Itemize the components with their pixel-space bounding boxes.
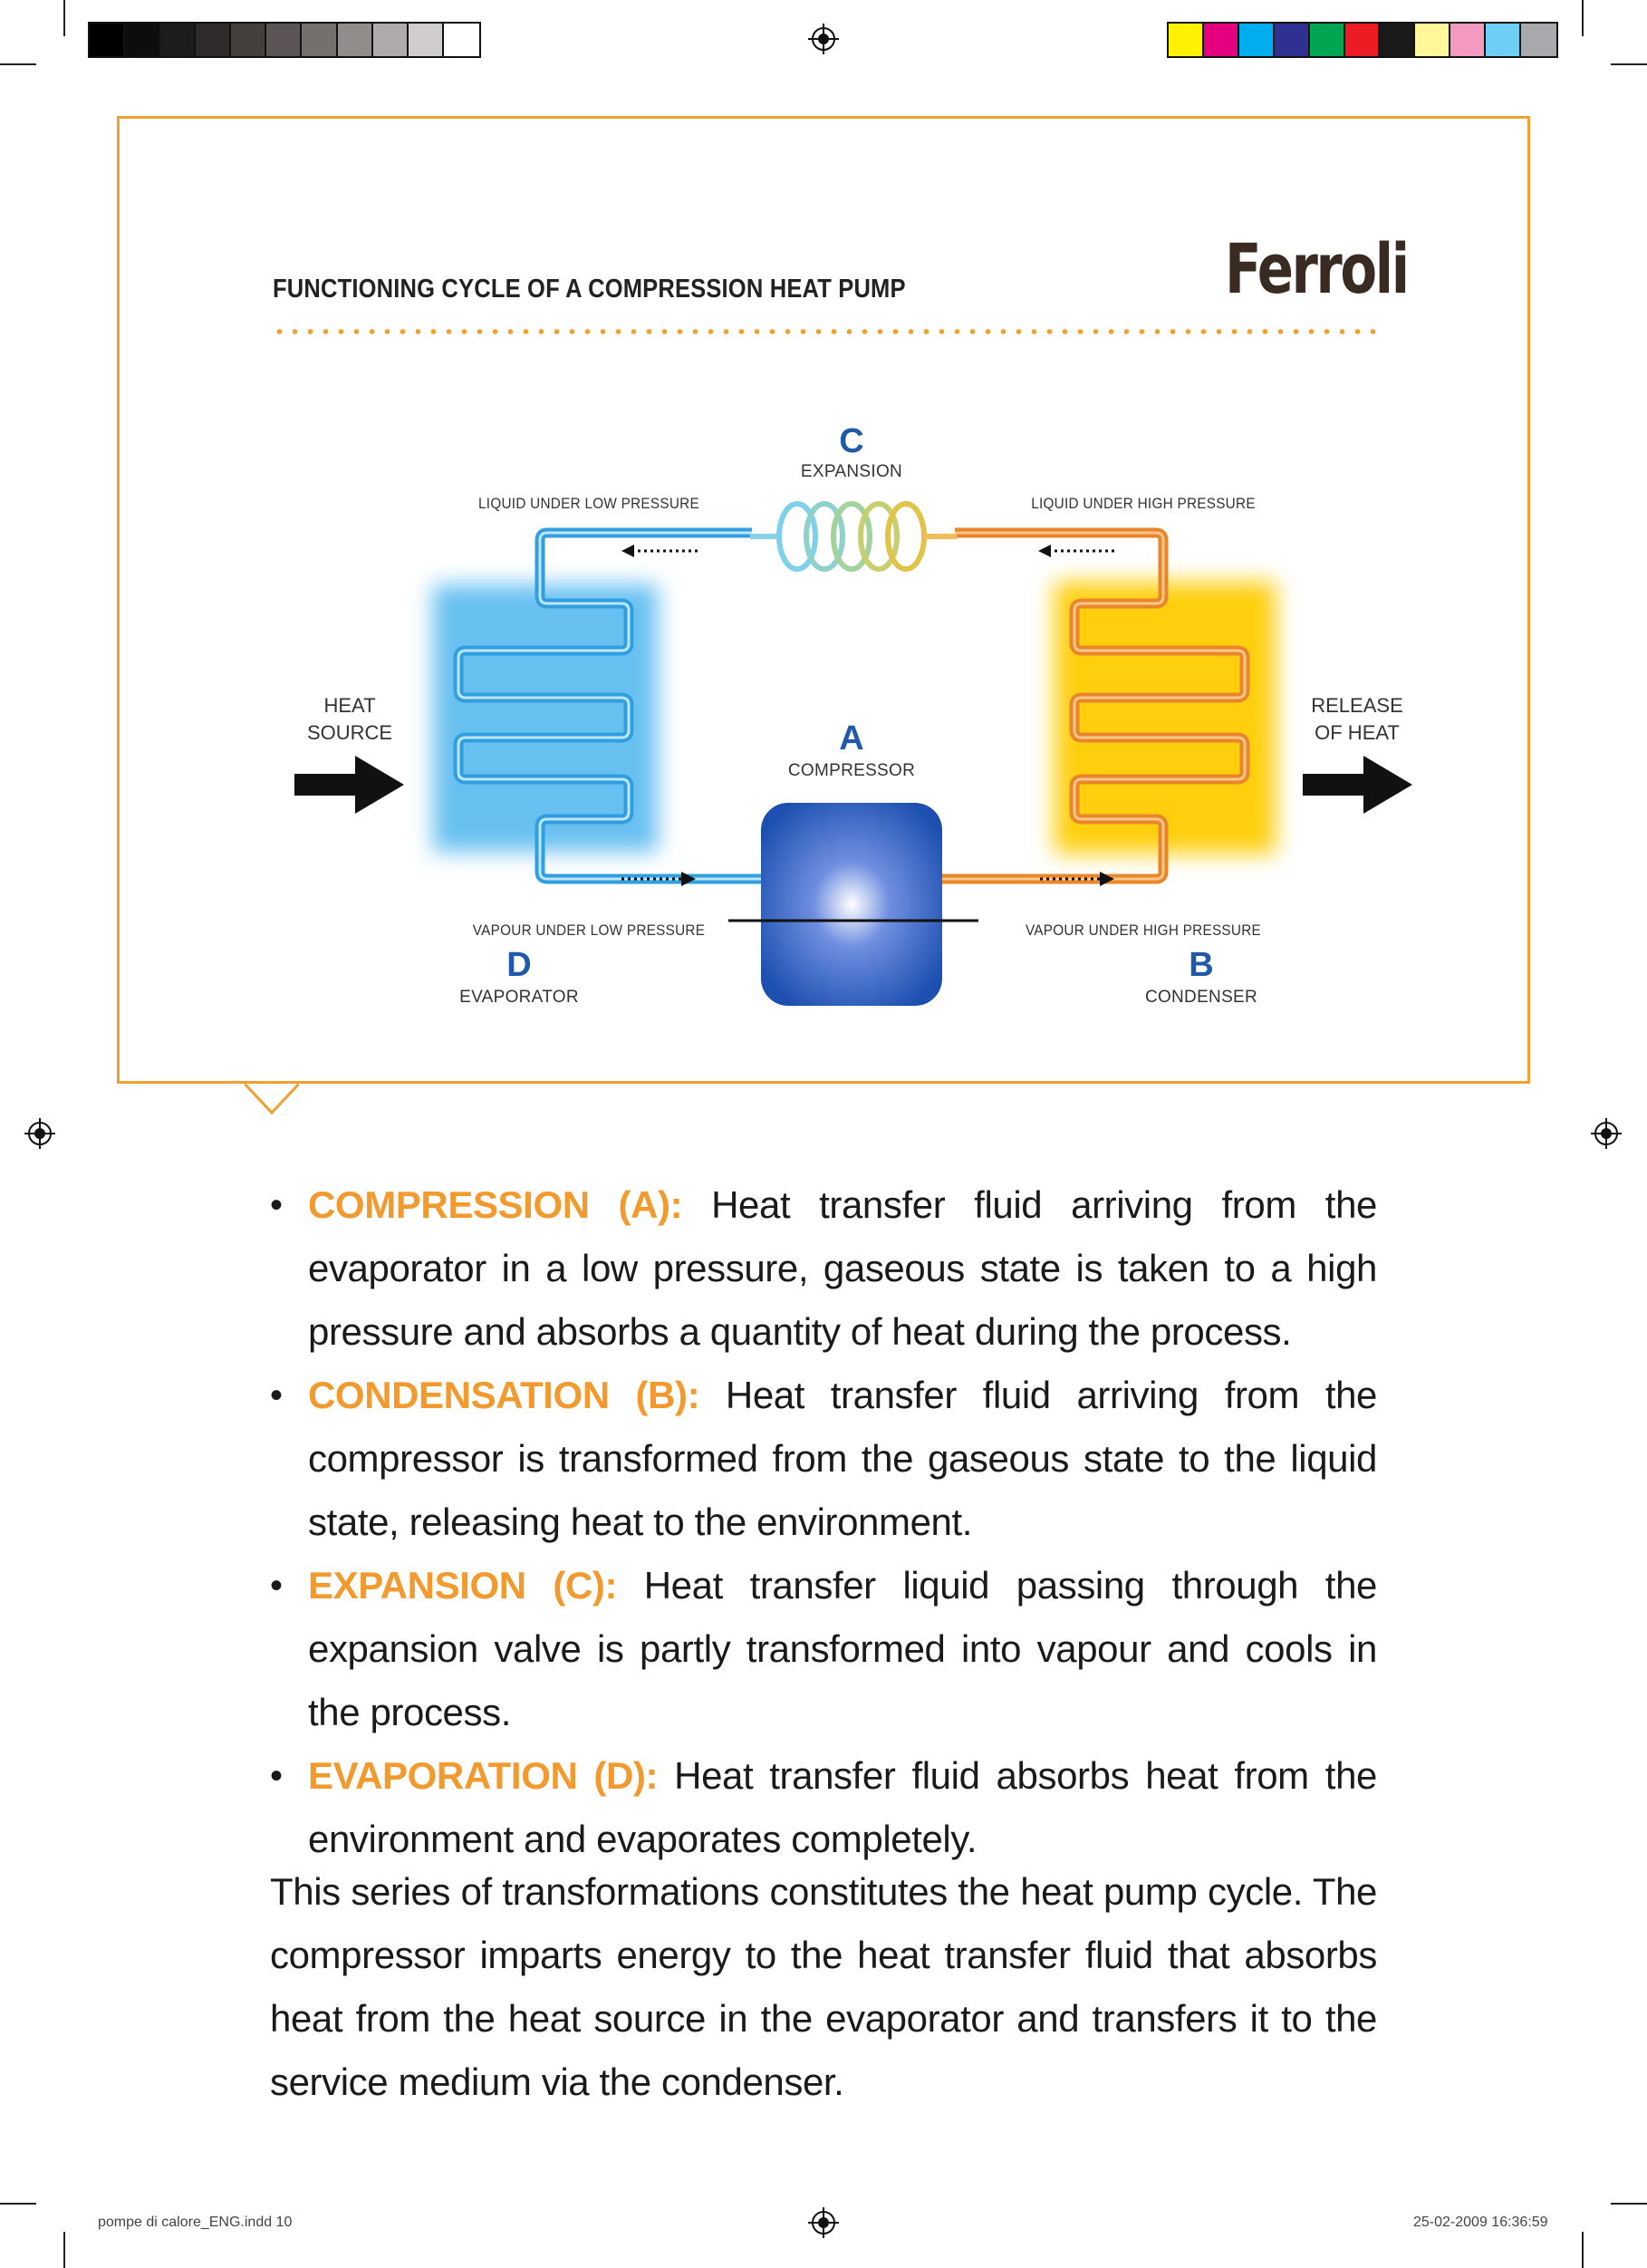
expansion-label: EXPANSION — [800, 462, 903, 481]
color-swatch — [1309, 24, 1345, 56]
color-swatch — [372, 24, 409, 56]
compressor-label: COMPRESSOR — [787, 761, 916, 780]
heat-pump-cycle-diagram — [294, 501, 1412, 1006]
color-swatch — [302, 24, 338, 56]
step-term: EVAPORATION (D): — [308, 1754, 659, 1797]
condenser-letter: B — [1189, 946, 1214, 984]
color-swatch — [1486, 24, 1522, 56]
color-swatch — [90, 24, 126, 56]
color-swatch — [443, 24, 479, 56]
color-swatch — [1521, 24, 1556, 56]
step-term: COMPRESSION (A): — [308, 1183, 683, 1226]
diagram-title: FUNCTIONING CYCLE OF A COMPRESSION HEAT … — [273, 275, 906, 304]
crop-mark — [0, 63, 36, 65]
color-swatch — [1380, 24, 1416, 56]
list-item: • COMPRESSION (A): Heat transfer fluid ar… — [270, 1173, 1377, 1364]
ferroli-logo: Ferroli — [1225, 228, 1410, 309]
step-text: Heat transfer fluid arriving from the ev… — [308, 1183, 1377, 1353]
crop-mark — [1582, 0, 1584, 36]
heat-source-label: HEAT SOURCE — [277, 692, 422, 747]
process-steps-list: • COMPRESSION (A): Heat transfer fluid ar… — [270, 1173, 1377, 1871]
arrow-right-icon — [681, 872, 696, 886]
registration-mark-icon — [24, 1118, 55, 1149]
heat-source-arrow-icon — [294, 756, 404, 814]
compressor-letter: A — [839, 719, 864, 758]
step-text: Heat transfer fluid absorbs heat from th… — [308, 1754, 1377, 1860]
compressor-body — [761, 803, 942, 1006]
heat-source-line2: SOURCE — [306, 721, 393, 744]
bullet-icon: • — [270, 1185, 283, 1225]
condenser-glow — [1055, 582, 1276, 854]
color-swatch — [408, 24, 444, 56]
condenser-label: CONDENSER — [1144, 988, 1258, 1007]
crop-mark — [1611, 2203, 1647, 2205]
color-swatch — [1344, 24, 1381, 56]
list-item: • CONDENSATION (B): Heat transfer fluid a… — [270, 1364, 1377, 1554]
step-term: CONDENSATION (B): — [308, 1374, 700, 1416]
color-swatch — [1238, 24, 1275, 56]
color-swatch — [125, 24, 161, 56]
evaporator-label: EVAPORATOR — [459, 988, 579, 1007]
color-swatch — [266, 24, 303, 56]
arrow-left-icon — [1038, 545, 1051, 557]
expansion-coil — [750, 501, 957, 572]
release-heat-arrow-icon — [1303, 756, 1412, 814]
color-swatch — [1203, 24, 1239, 56]
evaporator-glow — [433, 584, 658, 852]
heat-source-line1: HEAT — [323, 694, 376, 717]
process-color-bar — [1167, 22, 1558, 58]
release-heat-line1: RELEASE — [1311, 694, 1403, 717]
registration-mark-icon — [808, 24, 839, 54]
release-heat-line2: OF HEAT — [1315, 721, 1400, 744]
bullet-icon: • — [270, 1756, 283, 1796]
arrow-right-icon — [1100, 872, 1114, 886]
step-text: Heat transfer liquid passing through the… — [308, 1564, 1377, 1733]
color-swatch — [1415, 24, 1451, 56]
color-swatch — [1169, 24, 1204, 56]
crop-mark — [63, 0, 65, 36]
list-item: • EXPANSION (C): Heat transfer liquid pas… — [270, 1554, 1377, 1744]
dotted-divider — [272, 329, 1382, 334]
registration-mark-icon — [808, 2207, 839, 2238]
liquid-high-pressure-label: LIQUID UNDER HIGH PRESSURE — [1031, 495, 1256, 512]
bullet-icon: • — [270, 1375, 283, 1415]
slug-file-info: pompe di calore_ENG.indd 10 — [98, 2215, 293, 2230]
step-term: EXPANSION (C): — [308, 1564, 618, 1607]
registration-mark-icon — [1591, 1118, 1622, 1149]
release-heat-label: RELEASE OF HEAT — [1285, 692, 1430, 747]
color-swatch — [1450, 24, 1487, 56]
frame-notch — [245, 1082, 299, 1115]
crop-mark — [63, 2232, 65, 2268]
crop-mark — [1582, 2232, 1584, 2268]
evaporator-letter: D — [506, 946, 532, 984]
summary-paragraph: This series of transformations constitut… — [270, 1870, 1377, 2103]
expansion-letter: C — [839, 422, 864, 460]
list-item: • EVAPORATION (D): Heat transfer fluid ab… — [270, 1744, 1377, 1871]
color-swatch — [337, 24, 373, 56]
grayscale-color-bar — [88, 22, 481, 58]
vapour-high-pressure-label: VAPOUR UNDER HIGH PRESSURE — [1025, 922, 1262, 939]
crop-mark — [1611, 63, 1647, 65]
vapour-low-pressure-label: VAPOUR UNDER LOW PRESSURE — [472, 922, 706, 939]
color-swatch — [196, 24, 232, 56]
arrow-left-icon — [621, 545, 634, 557]
color-swatch — [1274, 24, 1310, 56]
slug-timestamp: 25-02-2009 16:36:59 — [1413, 2215, 1548, 2230]
color-swatch — [160, 24, 197, 56]
crop-mark — [0, 2203, 36, 2205]
bullet-icon: • — [270, 1566, 283, 1606]
color-swatch — [231, 24, 267, 56]
step-text: Heat transfer fluid arriving from the co… — [308, 1374, 1378, 1543]
liquid-low-pressure-label: LIQUID UNDER LOW PRESSURE — [478, 495, 699, 512]
